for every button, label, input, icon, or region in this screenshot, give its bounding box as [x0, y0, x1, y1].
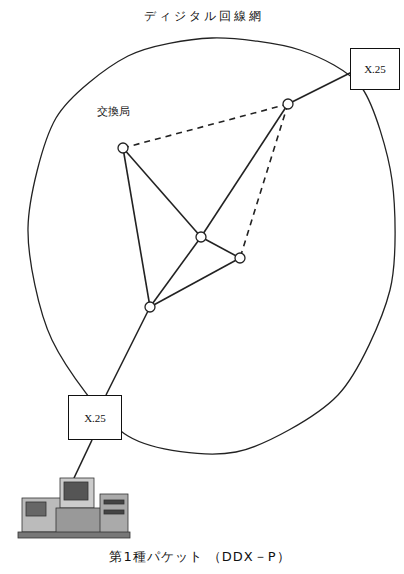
protocol-box: X.25	[350, 48, 400, 90]
diagram-caption: 第1種パケット （DDX－P）	[109, 548, 290, 566]
box-label: X.25	[84, 412, 106, 424]
diagram-title: ディジタル回線網	[144, 8, 264, 25]
exchange-node	[118, 99, 293, 312]
node-label: 交換局	[97, 104, 130, 119]
network-boundary	[28, 38, 395, 454]
box-label: X.25	[364, 63, 386, 75]
protocol-box: X.25	[68, 395, 122, 440]
computer-terminal	[18, 478, 130, 538]
